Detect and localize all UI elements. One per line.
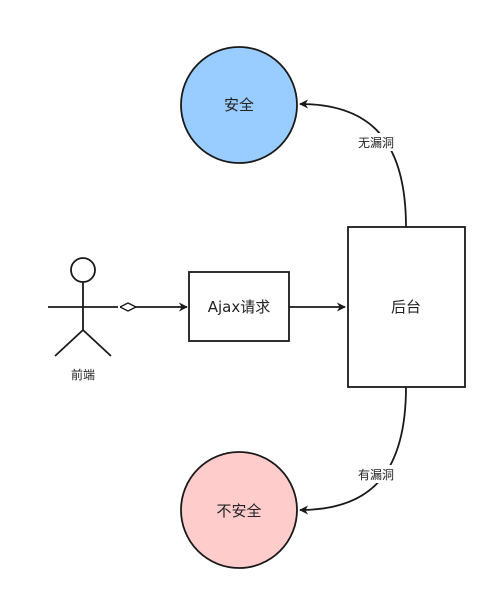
backend-label: 后台: [391, 298, 421, 316]
unsafe-circle: [180, 451, 298, 569]
edge-label-no-vuln: 无漏洞: [358, 136, 394, 150]
edge-backend-to-safe: [299, 99, 407, 228]
actor-head: [70, 257, 96, 283]
edge-label-bg-no-vuln: [353, 133, 399, 151]
ajax-request-label: Ajax请求: [208, 298, 271, 316]
ajax-request-box: [188, 271, 290, 342]
safe-circle: [180, 46, 298, 164]
actor-leg-right: [82, 329, 112, 357]
backend-node: 后台: [347, 226, 466, 388]
frontend-actor: 前端: [48, 257, 118, 382]
actor-label: 前端: [71, 367, 95, 382]
edge-backend-to-unsafe: [299, 386, 407, 515]
edge-label-has-vuln: 有漏洞: [358, 468, 394, 482]
ajax-request-node: Ajax请求: [188, 271, 290, 342]
safe-label: 安全: [224, 96, 254, 114]
edge-label-bg-has-vuln: [353, 465, 399, 483]
unsafe-label: 不安全: [216, 502, 261, 520]
actor-leg-left: [54, 329, 84, 357]
unsafe-node: 不安全: [180, 451, 298, 569]
safe-node: 安全: [180, 46, 298, 164]
